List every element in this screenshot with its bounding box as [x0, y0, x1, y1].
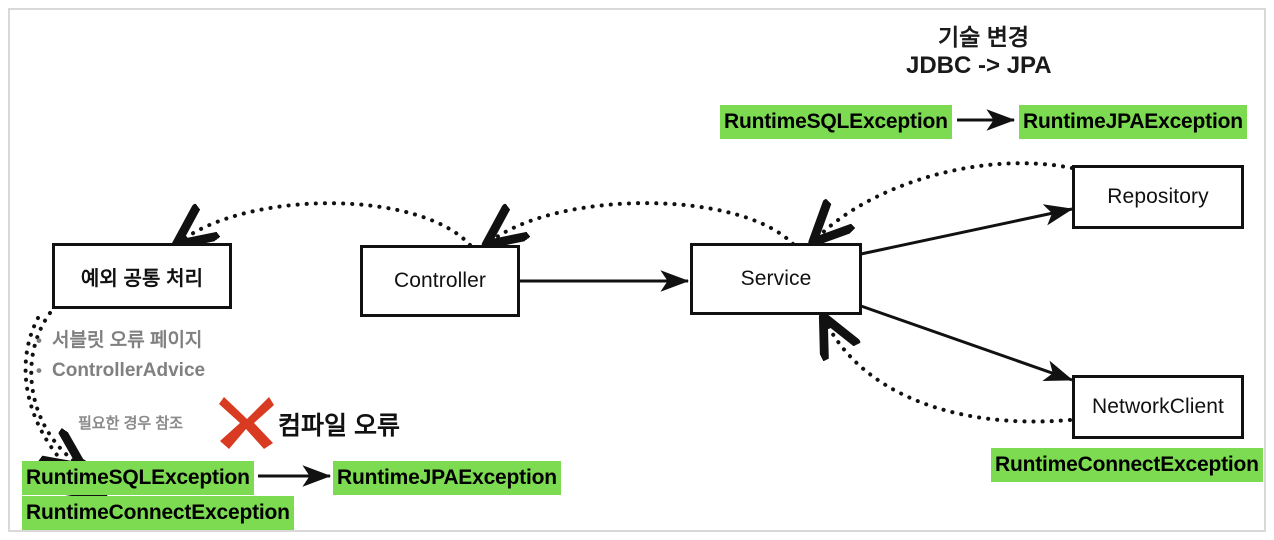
tag-bottom-runtime-jpa-exception: RuntimeJPAException — [333, 461, 561, 495]
node-exception-common-handler[interactable]: 예외 공통 처리 — [52, 243, 232, 309]
node-service[interactable]: Service — [690, 243, 862, 315]
node-controller[interactable]: Controller — [360, 245, 520, 317]
handler-bullet-list: • 서블릿 오류 페이지 • ControllerAdvice — [36, 326, 205, 386]
compile-error-label: 컴파일 오류 — [278, 412, 400, 440]
node-network-client[interactable]: NetworkClient — [1072, 375, 1244, 439]
tag-top-runtime-sql-exception: RuntimeSQLException — [720, 105, 952, 139]
list-item: • ControllerAdvice — [36, 356, 205, 386]
tag-top-runtime-jpa-exception: RuntimeJPAException — [1019, 105, 1247, 139]
bullet-text: 서블릿 오류 페이지 — [52, 330, 203, 351]
heading-line-1: 기술 변경 — [938, 24, 1030, 50]
tag-right-runtime-connect-exception: RuntimeConnectException — [991, 448, 1263, 482]
bullet-text: ControllerAdvice — [52, 360, 206, 381]
x-mark-icon — [219, 397, 274, 449]
list-item: • 서블릿 오류 페이지 — [36, 326, 205, 356]
reference-note: 필요한 경우 참조 — [78, 415, 183, 432]
bullet-dot-icon: • — [36, 331, 42, 350]
tag-bottom-runtime-connect-exception: RuntimeConnectException — [22, 496, 294, 530]
node-repository[interactable]: Repository — [1072, 165, 1244, 229]
bullet-dot-icon: • — [36, 361, 42, 380]
heading-line-2: JDBC -> JPA — [906, 52, 1052, 79]
tag-bottom-runtime-sql-exception: RuntimeSQLException — [22, 461, 254, 495]
